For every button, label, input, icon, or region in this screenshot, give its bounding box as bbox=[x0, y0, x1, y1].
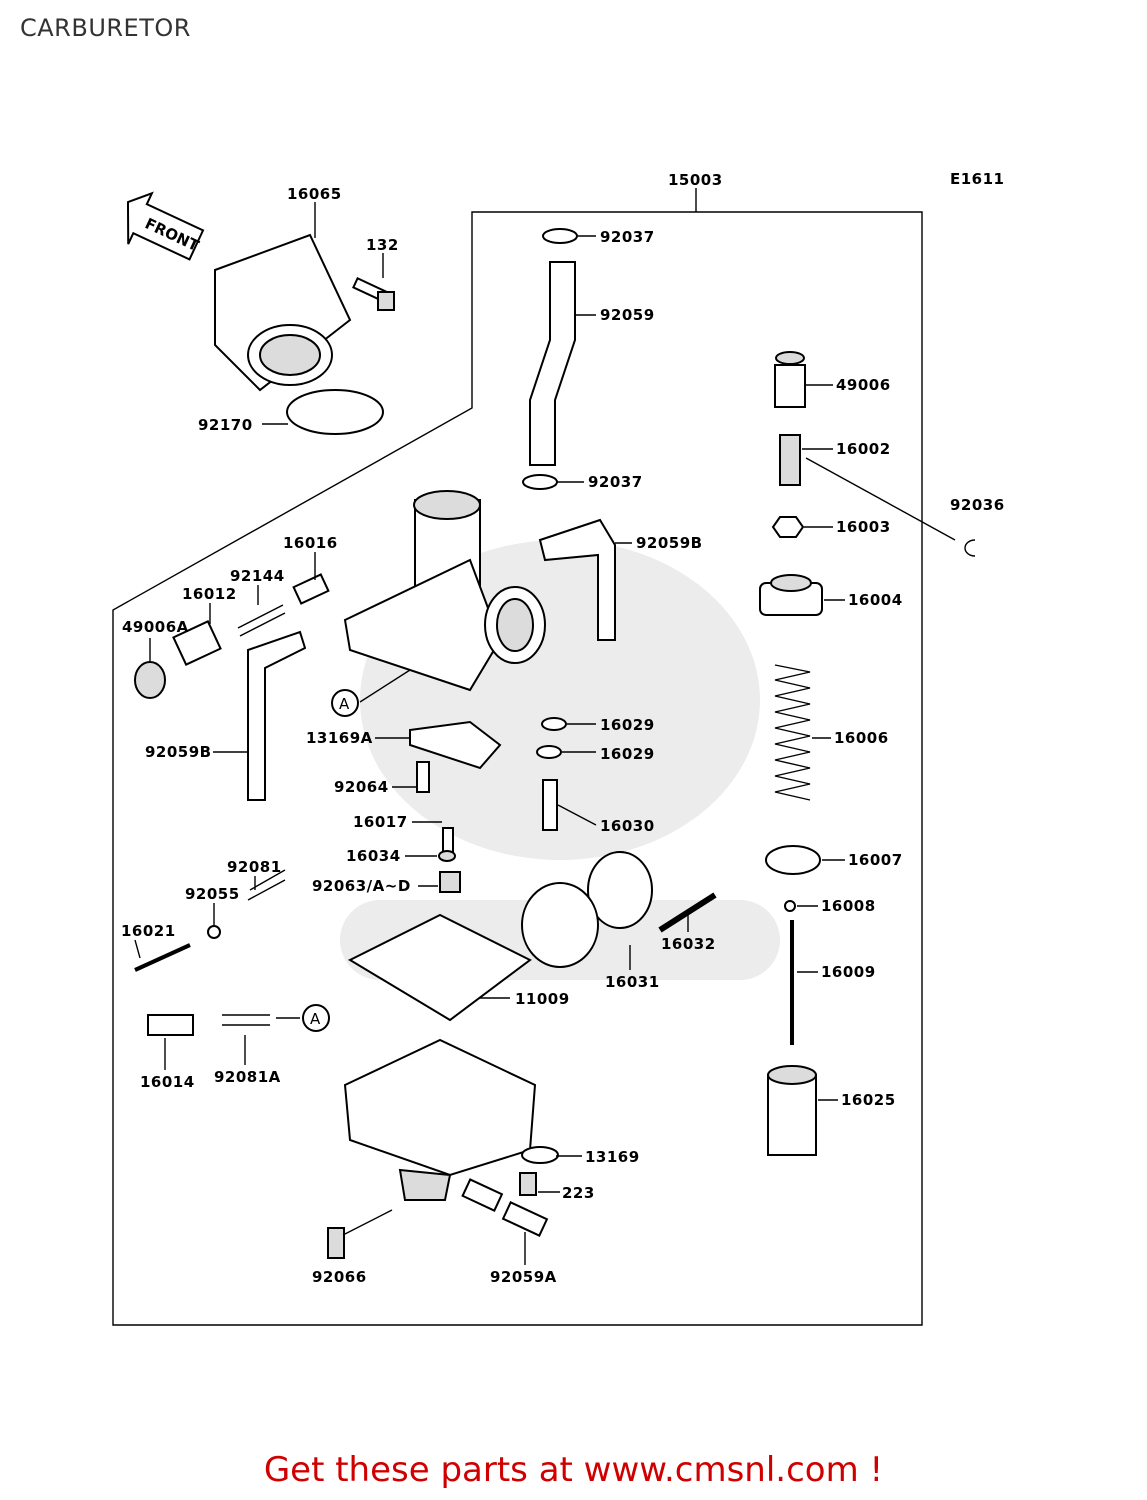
assembly-label: 15003 bbox=[668, 171, 723, 189]
spring-16006 bbox=[774, 664, 811, 801]
label-16007: 16007 bbox=[848, 851, 903, 869]
label-11009: 11009 bbox=[515, 990, 570, 1008]
label-92037-b: 92037 bbox=[588, 473, 643, 491]
label-92036: 92036 bbox=[950, 496, 1005, 514]
label-16034: 16034 bbox=[346, 847, 401, 865]
float-assembly bbox=[521, 851, 717, 968]
svg-text:A: A bbox=[310, 1010, 321, 1028]
label-92064: 92064 bbox=[334, 778, 389, 796]
label-16032: 16032 bbox=[661, 935, 716, 953]
clamp-92170 bbox=[286, 389, 384, 435]
label-92081a: 92081A bbox=[214, 1068, 281, 1086]
cap-49006 bbox=[774, 351, 806, 408]
label-223: 223 bbox=[562, 1184, 595, 1202]
label-92059b-a: 92059B bbox=[636, 534, 703, 552]
label-16030: 16030 bbox=[600, 817, 655, 835]
label-132: 132 bbox=[366, 236, 399, 254]
bolt-132 bbox=[352, 277, 395, 311]
svg-text:A: A bbox=[339, 695, 350, 713]
page-title: CARBURETOR bbox=[20, 14, 191, 42]
label-92081: 92081 bbox=[227, 858, 282, 876]
front-arrow-icon: FRONT bbox=[126, 191, 205, 261]
callout-a-lower: A bbox=[302, 1004, 330, 1032]
label-16003: 16003 bbox=[836, 518, 891, 536]
plate-16007 bbox=[765, 845, 821, 875]
leader-lines bbox=[134, 202, 956, 1265]
throttle-valve-16025 bbox=[767, 1065, 817, 1156]
hose-92059 bbox=[529, 261, 576, 466]
hose-92059b-left bbox=[247, 630, 307, 801]
assembly-frame bbox=[112, 188, 923, 1326]
label-16004: 16004 bbox=[848, 591, 903, 609]
hose-92059b-right bbox=[538, 518, 616, 641]
label-92055: 92055 bbox=[185, 885, 240, 903]
label-92066: 92066 bbox=[312, 1268, 367, 1286]
clip-92037-top bbox=[542, 228, 578, 244]
diagram-code: E1611 bbox=[950, 170, 1005, 188]
label-16065: 16065 bbox=[287, 185, 342, 203]
nut-16003 bbox=[771, 516, 805, 538]
label-92059a: 92059A bbox=[490, 1268, 557, 1286]
clip-92037-mid bbox=[522, 474, 558, 490]
label-92059: 92059 bbox=[600, 306, 655, 324]
label-16012: 16012 bbox=[182, 585, 237, 603]
callout-a-upper: A bbox=[331, 689, 359, 717]
float-bowl bbox=[343, 1038, 537, 1201]
adjuster-16002 bbox=[779, 434, 801, 486]
label-16031: 16031 bbox=[605, 973, 660, 991]
footer-promo-link[interactable]: Get these parts at www.cmsnl.com ! bbox=[263, 1450, 884, 1490]
label-16021: 16021 bbox=[121, 922, 176, 940]
label-16006: 16006 bbox=[834, 729, 889, 747]
gasket-11009 bbox=[347, 913, 532, 1022]
part-labels: 16065 132 92170 92037 92059 92037 92059B… bbox=[121, 185, 1005, 1286]
label-16014: 16014 bbox=[140, 1073, 195, 1091]
label-13169: 13169 bbox=[585, 1148, 640, 1166]
label-49006a: 49006A bbox=[122, 618, 189, 636]
carburetor-body bbox=[343, 490, 546, 692]
label-92037-a: 92037 bbox=[600, 228, 655, 246]
label-16016: 16016 bbox=[283, 534, 338, 552]
label-16009: 16009 bbox=[821, 963, 876, 981]
label-16008: 16008 bbox=[821, 897, 876, 915]
cap-16004 bbox=[759, 574, 823, 616]
label-16029-a: 16029 bbox=[600, 716, 655, 734]
clip-92036 bbox=[964, 539, 976, 557]
label-92063: 92063/A~D bbox=[312, 877, 411, 895]
label-16002: 16002 bbox=[836, 440, 891, 458]
label-92059b-b: 92059B bbox=[145, 743, 212, 761]
label-16017: 16017 bbox=[353, 813, 408, 831]
label-16029-b: 16029 bbox=[600, 745, 655, 763]
label-16025: 16025 bbox=[841, 1091, 896, 1109]
clip-16008 bbox=[784, 900, 796, 912]
intake-manifold bbox=[214, 233, 352, 392]
label-92170: 92170 bbox=[198, 416, 253, 434]
small-parts bbox=[134, 573, 567, 1259]
label-13169a: 13169A bbox=[306, 729, 373, 747]
label-92144: 92144 bbox=[230, 567, 285, 585]
label-49006: 49006 bbox=[836, 376, 891, 394]
